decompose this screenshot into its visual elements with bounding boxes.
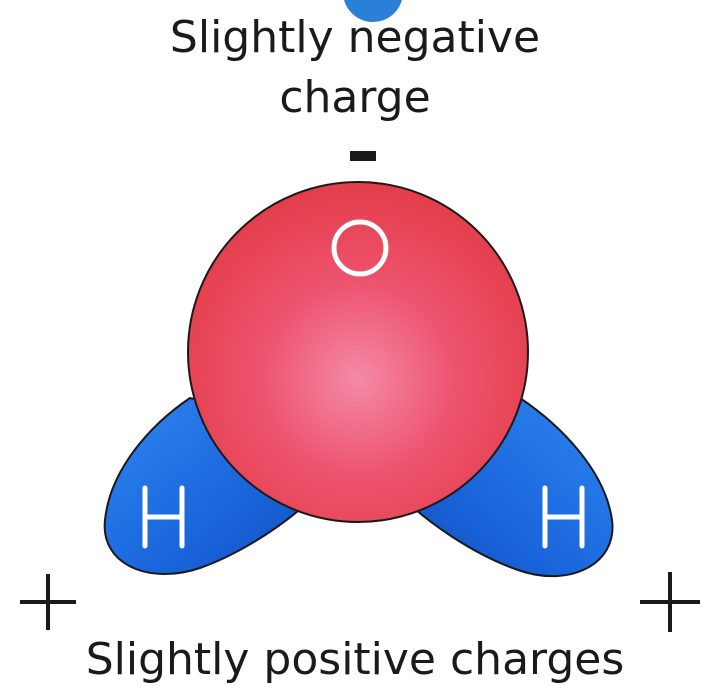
positive-charge-symbol-left xyxy=(20,574,76,630)
positive-charge-label: Slightly positive charges xyxy=(86,634,625,685)
negative-charge-symbol xyxy=(350,151,376,161)
top-accent-circle xyxy=(344,0,402,22)
oxygen-symbol xyxy=(331,219,389,277)
oxygen-sphere xyxy=(187,181,529,523)
positive-charge-symbol-right xyxy=(640,572,700,632)
negative-charge-label-line2: charge xyxy=(279,72,430,123)
hydrogen-right-symbol xyxy=(542,485,585,549)
oxygen-atom xyxy=(187,181,529,523)
hydrogen-left-symbol xyxy=(142,485,185,549)
negative-charge-label-line1: Slightly negative xyxy=(170,12,540,63)
